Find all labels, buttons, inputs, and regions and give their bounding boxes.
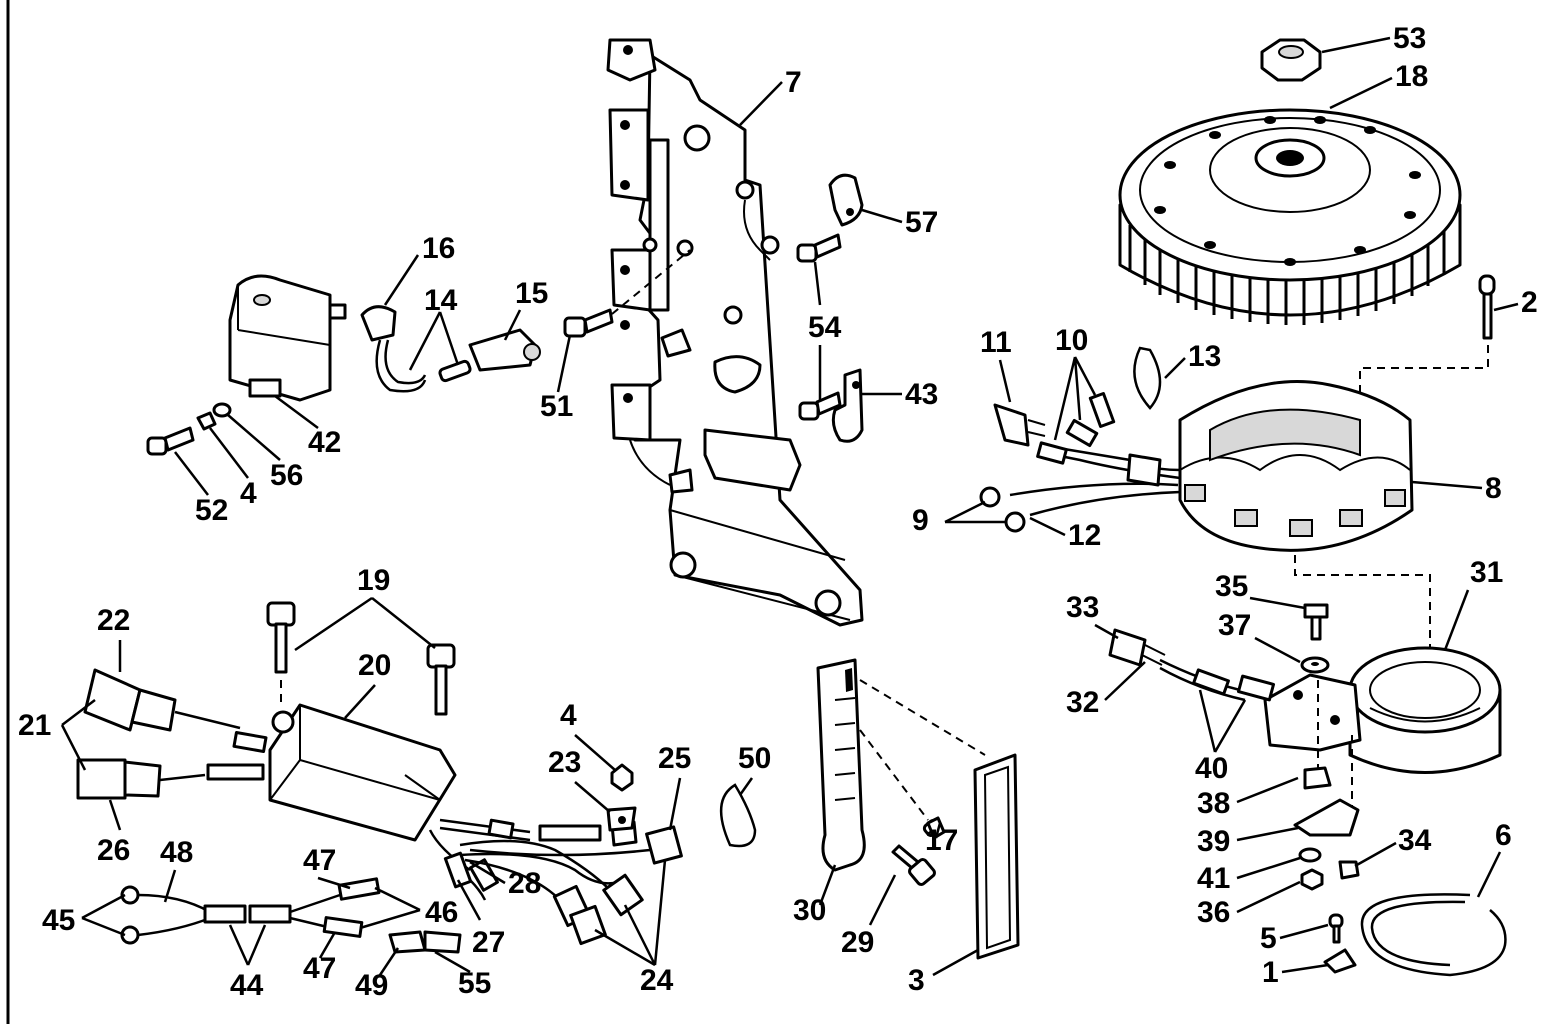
callout-47-upper: 47 — [303, 844, 336, 877]
callout-11: 11 — [980, 326, 1012, 359]
cover-dash-mid — [859, 729, 929, 821]
callout-12: 12 — [1068, 519, 1101, 552]
callout-8: 8 — [1485, 472, 1502, 505]
cover-dash-upper — [859, 679, 986, 756]
callout-37: 37 — [1218, 609, 1251, 642]
flywheel — [1118, 108, 1462, 325]
plate-nut — [676, 239, 694, 257]
callout-14: 14 — [424, 284, 458, 317]
spark-plug-lead — [360, 305, 427, 393]
callout-4-upper: 4 — [240, 477, 257, 510]
bolt-51 — [563, 308, 614, 338]
timer-base — [1263, 646, 1502, 774]
spark-plug-boot — [438, 328, 541, 383]
callout-49: 49 — [355, 969, 388, 1002]
callout-51: 51 — [540, 390, 573, 423]
callout-36: 36 — [1197, 896, 1230, 929]
callout-29: 29 — [841, 926, 874, 959]
callout-34: 34 — [1398, 824, 1432, 857]
timer-hardware — [1293, 603, 1507, 977]
flywheel-nut — [1260, 38, 1322, 82]
callout-43: 43 — [905, 378, 938, 411]
callout-9: 9 — [912, 504, 929, 537]
coil-hardware — [146, 402, 232, 456]
bolt-54-upper — [796, 233, 842, 263]
callout-5: 5 — [1260, 922, 1277, 955]
timer-base-dash — [1294, 555, 1431, 650]
stator — [1178, 380, 1414, 552]
callout-3: 3 — [908, 964, 925, 997]
callout-54: 54 — [808, 311, 842, 344]
callout-21: 21 — [18, 709, 51, 742]
callout-32: 32 — [1066, 686, 1099, 719]
callout-53: 53 — [1393, 22, 1426, 55]
callout-labels: 53 18 7 57 16 14 15 54 2 11 10 13 51 43 … — [18, 22, 1538, 1002]
nut-4b — [610, 763, 634, 792]
callout-1: 1 — [1262, 956, 1279, 989]
callout-15: 15 — [515, 277, 548, 310]
callout-28: 28 — [508, 867, 541, 900]
terminal-cover — [973, 753, 1020, 960]
callout-42: 42 — [308, 426, 341, 459]
power-pack-wires — [428, 818, 683, 946]
callout-26: 26 — [97, 834, 130, 867]
power-pack-bolt-left — [266, 601, 296, 674]
callout-45: 45 — [42, 904, 75, 937]
callout-25: 25 — [658, 742, 691, 775]
ignition-plate — [606, 38, 864, 627]
callout-24: 24 — [640, 964, 674, 997]
clamp-57 — [828, 173, 864, 227]
cable-tie-13 — [1133, 346, 1162, 410]
callout-17: 17 — [925, 824, 958, 857]
callout-13: 13 — [1188, 340, 1221, 373]
stator-screw — [1478, 274, 1496, 340]
callout-6: 6 — [1495, 819, 1512, 852]
callout-48: 48 — [160, 836, 193, 869]
callout-7: 7 — [785, 66, 802, 99]
callout-20: 20 — [358, 649, 391, 682]
callout-2: 2 — [1521, 286, 1538, 319]
timer-sensor-lead — [1108, 628, 1276, 702]
callout-10: 10 — [1055, 324, 1088, 357]
power-pack-connectors-left — [76, 668, 268, 800]
callout-40: 40 — [1195, 752, 1228, 785]
callout-19: 19 — [357, 564, 390, 597]
callout-50: 50 — [738, 742, 771, 775]
stator-screw-dash — [1359, 345, 1489, 395]
terminal-block — [816, 658, 866, 872]
callout-23: 23 — [548, 746, 581, 779]
leader-lines — [60, 36, 1519, 977]
callout-44: 44 — [230, 969, 264, 1002]
callout-56: 56 — [270, 459, 303, 492]
wire-clip-23 — [606, 806, 637, 832]
callout-55: 55 — [458, 967, 491, 1000]
callout-39: 39 — [1197, 825, 1230, 858]
callout-38: 38 — [1197, 787, 1230, 820]
callout-18: 18 — [1395, 60, 1428, 93]
wire-harness — [120, 877, 462, 954]
callout-57: 57 — [905, 206, 938, 239]
callout-16: 16 — [422, 232, 455, 265]
callout-33: 33 — [1066, 591, 1099, 624]
callout-46: 46 — [425, 896, 458, 929]
cable-tie-50 — [719, 783, 757, 848]
callout-22: 22 — [97, 604, 130, 637]
callout-27: 27 — [472, 926, 505, 959]
callout-4-lower: 4 — [560, 699, 577, 732]
terminal-screw-29 — [891, 844, 936, 886]
stator-leads — [979, 392, 1181, 533]
ignition-coil — [228, 274, 347, 402]
callout-52: 52 — [195, 494, 228, 527]
callout-35: 35 — [1215, 570, 1248, 603]
bolt-51-dash — [611, 249, 691, 315]
callout-31: 31 — [1470, 556, 1503, 589]
clamp-43 — [831, 368, 864, 443]
callout-41: 41 — [1197, 862, 1230, 895]
power-pack — [268, 703, 457, 842]
bolt-54-lower — [798, 391, 842, 421]
power-pack-bolt-right — [426, 643, 456, 716]
